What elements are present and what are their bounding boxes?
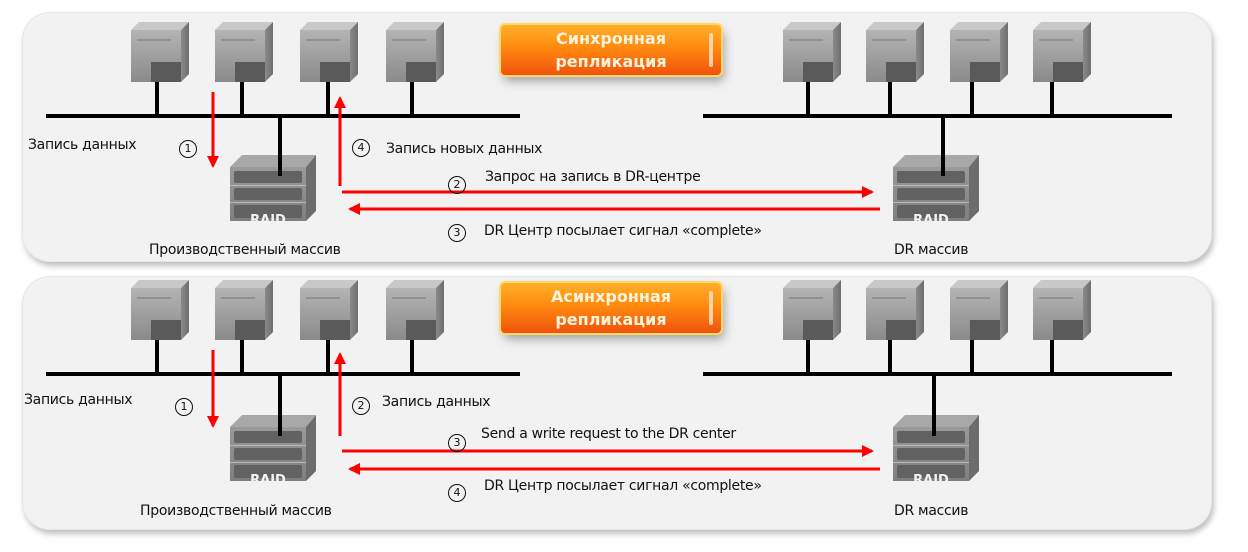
server-icon	[949, 21, 1009, 83]
sync-production-hosts	[130, 21, 445, 83]
sync-replication-title-badge: Синхронная репликация	[501, 25, 721, 75]
server-icon	[385, 21, 445, 83]
sync-step2-label: Запрос на запись в DR-центре	[485, 169, 701, 185]
server-icon	[949, 279, 1009, 341]
server-icon	[299, 21, 359, 83]
sync-title-line1: Синхронная	[556, 29, 666, 48]
server-icon	[1032, 21, 1092, 83]
async-host-write-label: Запись данных	[24, 392, 133, 408]
sync-dr-hosts	[782, 21, 1092, 83]
sync-host-write-label: Запись данных	[28, 137, 137, 153]
server-icon	[865, 279, 925, 341]
sync-production-array-label: Производственный массив	[149, 242, 341, 258]
server-icon	[1032, 279, 1092, 341]
async-title-line1: Асинхронная	[550, 287, 672, 306]
async-step4-marker: 4	[448, 484, 466, 502]
sync-step3-marker: 3	[448, 224, 466, 242]
raid-label: RAID	[250, 213, 286, 228]
async-step3-marker: 3	[448, 434, 466, 452]
sync-dr-array-label: DR массив	[894, 242, 969, 258]
server-icon	[130, 279, 190, 341]
server-icon	[782, 21, 842, 83]
sync-step4-marker: 4	[352, 139, 370, 157]
async-replication-title-badge: Асинхронная репликация	[501, 283, 721, 333]
server-icon	[385, 279, 445, 341]
async-title-line2: репликация	[555, 310, 667, 329]
async-production-array-label: Производственный массив	[140, 503, 332, 519]
async-dr-network-bus	[703, 340, 1172, 376]
server-icon	[299, 279, 359, 341]
raid-label: RAID	[913, 213, 949, 228]
sync-production-raid-icon	[229, 154, 317, 222]
async-step4-label: DR Центр посылает сигнал «complete»	[484, 478, 762, 494]
raid-label: RAID	[250, 473, 286, 488]
async-step2-label: Запись данных	[382, 394, 491, 410]
server-icon	[130, 21, 190, 83]
sync-step3-label: DR Центр посылает сигнал «complete»	[484, 223, 762, 239]
async-step1-marker: 1	[175, 398, 193, 416]
async-production-hosts	[130, 279, 445, 341]
sync-step4-label: Запись новых данных	[386, 141, 543, 157]
async-production-raid-icon	[229, 414, 317, 482]
server-icon	[782, 279, 842, 341]
server-icon	[214, 279, 274, 341]
sync-step1-marker: 1	[179, 140, 197, 158]
sync-dr-raid-icon	[892, 154, 980, 222]
async-dr-hosts	[782, 279, 1092, 341]
async-step2-marker: 2	[352, 397, 370, 415]
async-production-network-bus	[46, 340, 520, 376]
async-step3-label: Send a write request to the DR center	[481, 426, 736, 442]
server-icon	[865, 21, 925, 83]
async-dr-array-label: DR массив	[894, 503, 969, 519]
sync-title-line2: репликация	[555, 52, 667, 71]
server-icon	[214, 21, 274, 83]
raid-label: RAID	[913, 473, 949, 488]
sync-step2-marker: 2	[448, 176, 466, 194]
sync-dr-network-bus	[703, 82, 1172, 118]
